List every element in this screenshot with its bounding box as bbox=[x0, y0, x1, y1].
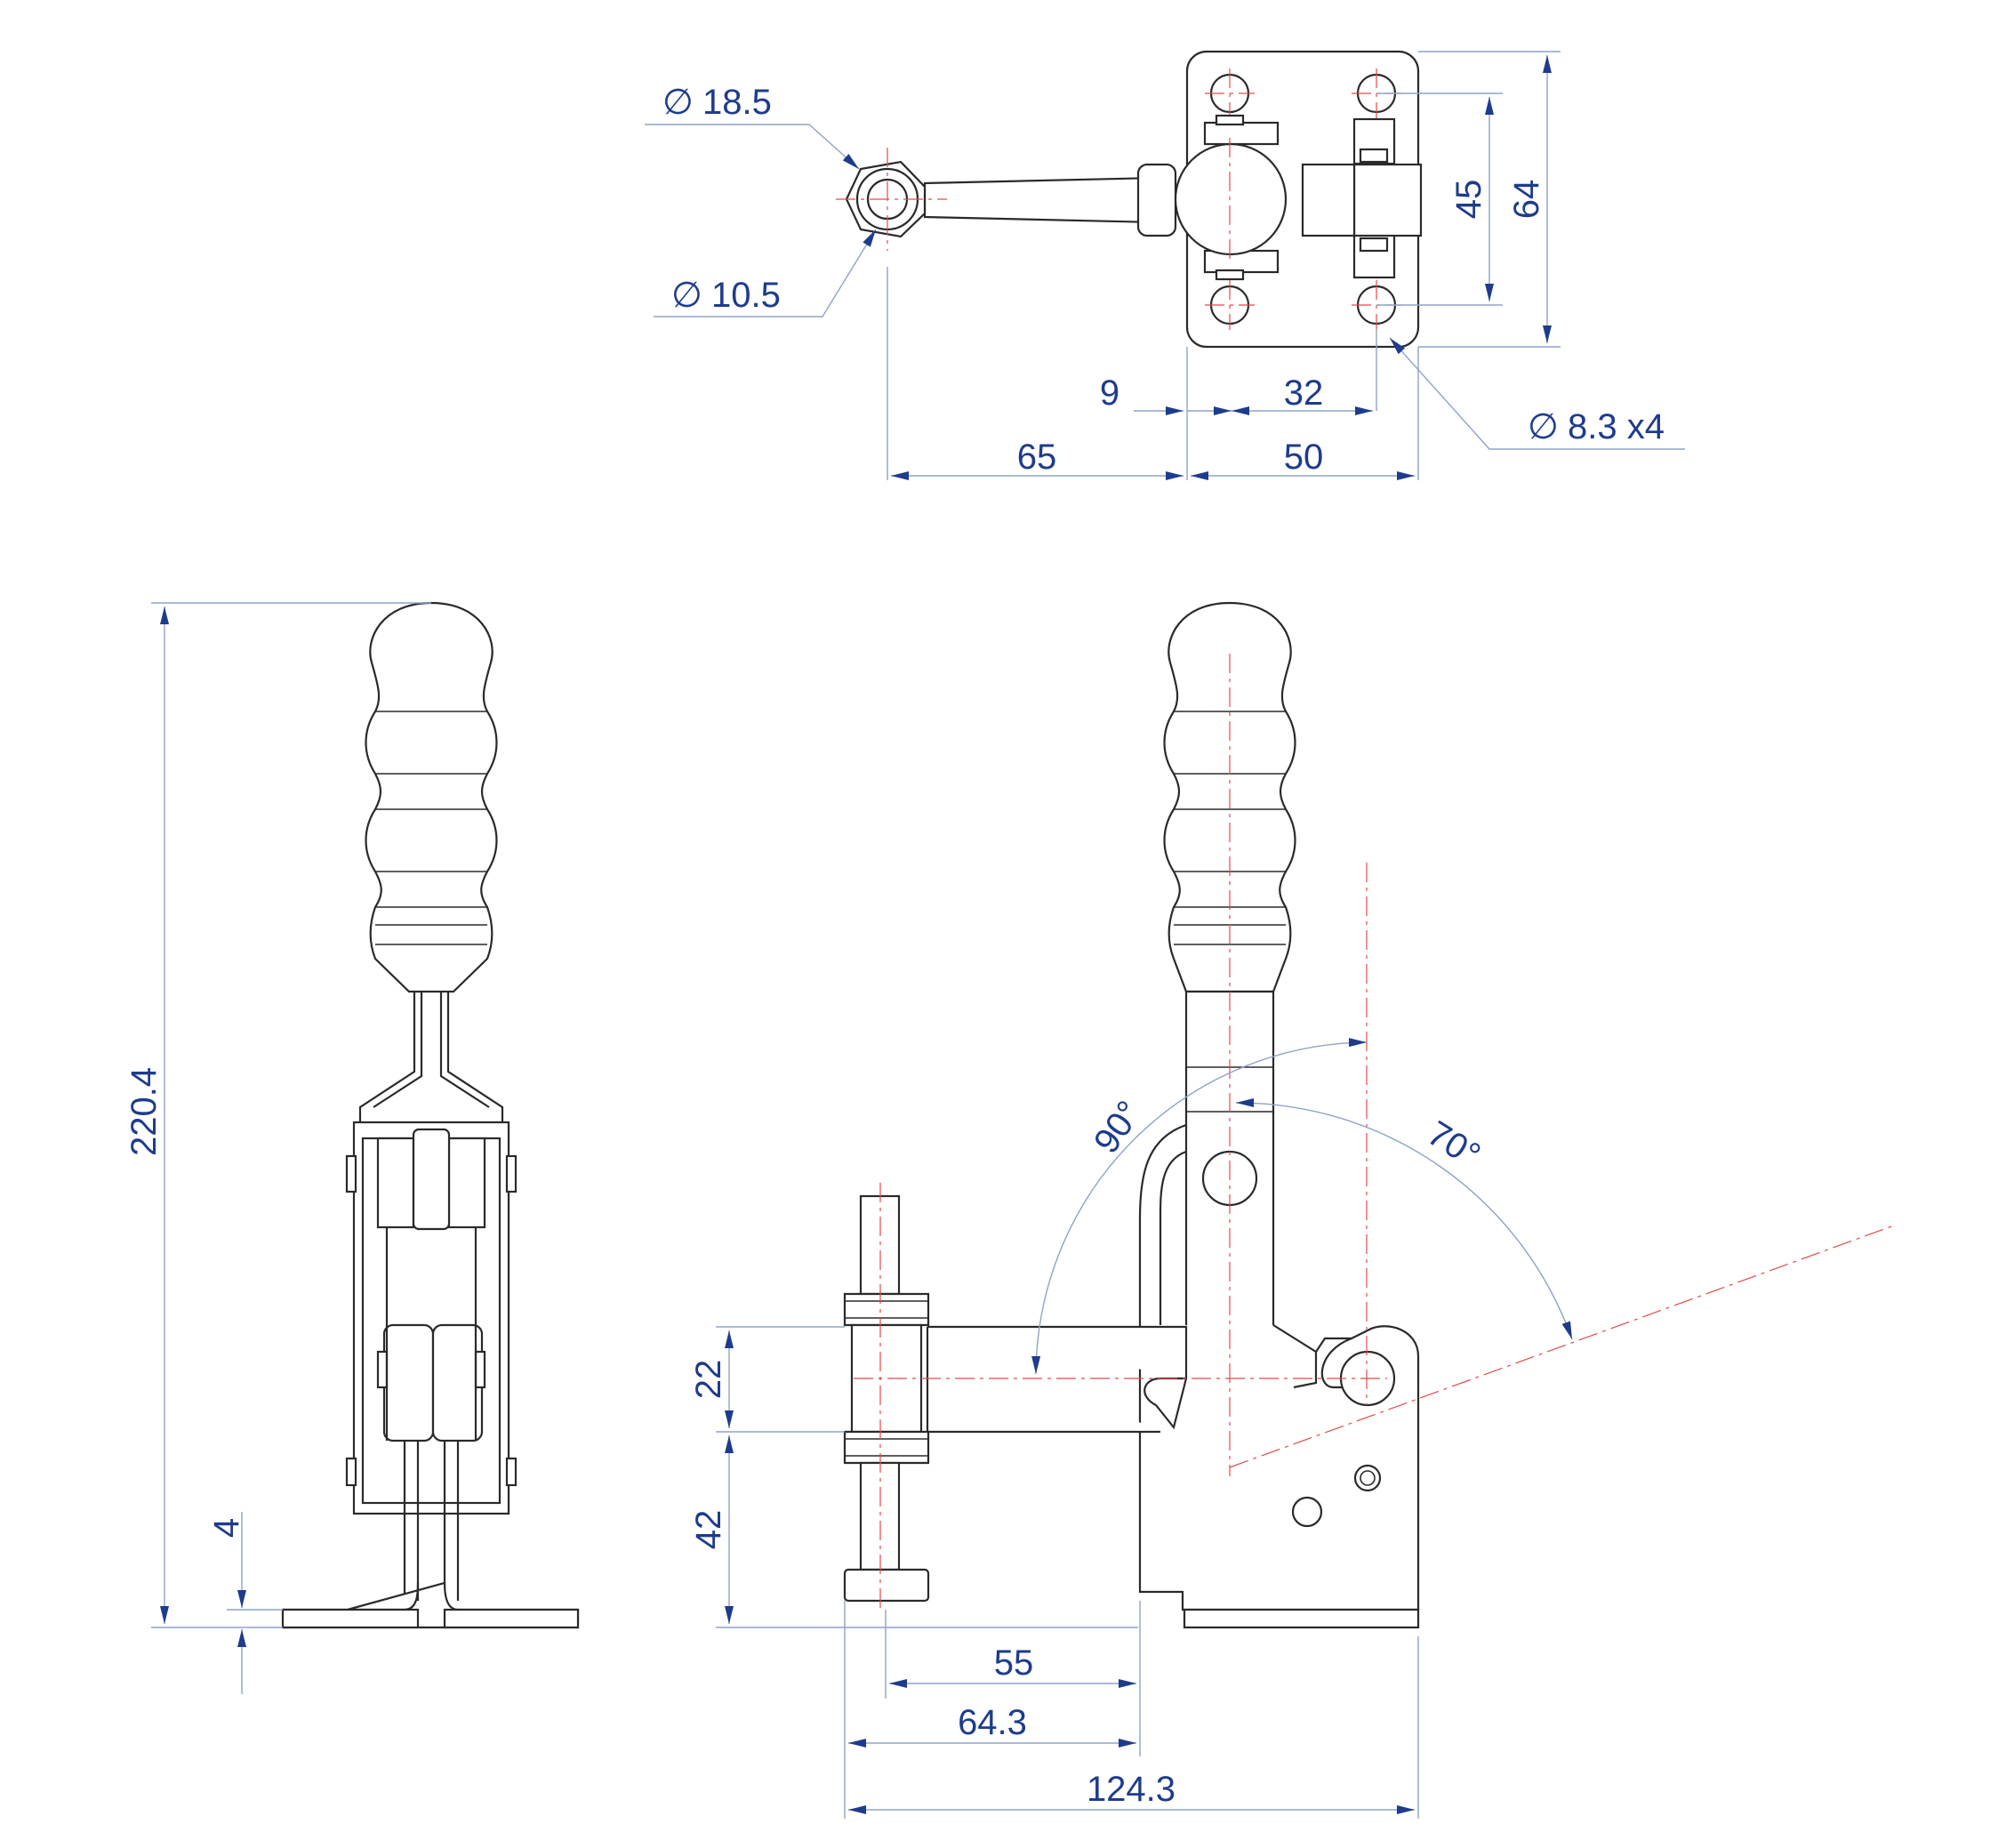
angle-90: 90° bbox=[1087, 1094, 1150, 1161]
side-view: 220.4 4 bbox=[124, 601, 580, 1694]
dim-42: 42 bbox=[689, 1510, 728, 1550]
spindle-nut-upper bbox=[843, 1292, 930, 1327]
front-view: 90° 70° 22 42 55 64.3 124.3 bbox=[689, 601, 1895, 1819]
dia-8-3-symbol: ∅ bbox=[1528, 407, 1559, 446]
dim-64: 64 bbox=[1507, 180, 1546, 220]
angle-70: 70° bbox=[1421, 1113, 1488, 1175]
dim-32: 32 bbox=[1284, 374, 1324, 413]
dim-64-3: 64.3 bbox=[958, 1703, 1027, 1742]
dia-18-5-label: 18.5 bbox=[702, 83, 772, 122]
dim-50: 50 bbox=[1284, 438, 1324, 477]
dim-65: 65 bbox=[1017, 438, 1057, 477]
dim-22: 22 bbox=[689, 1360, 728, 1400]
dim-45: 45 bbox=[1449, 180, 1488, 220]
dim-220-4: 220.4 bbox=[124, 1067, 164, 1156]
dim-55: 55 bbox=[994, 1643, 1034, 1683]
dia-10-5-symbol: ∅ bbox=[671, 276, 702, 315]
dim-9: 9 bbox=[1100, 374, 1119, 413]
dia-10-5-label: 10.5 bbox=[711, 276, 781, 315]
handle-knob-top bbox=[1174, 142, 1288, 256]
dim-4: 4 bbox=[207, 1518, 246, 1538]
top-view: ∅ 18.5 ∅ 10.5 ∅ 8.3 x4 45 64 9 32 65 50 bbox=[645, 50, 1685, 480]
dia-18-5-symbol: ∅ bbox=[662, 83, 694, 122]
dia-8-3-label: 8.3 x4 bbox=[1568, 407, 1665, 446]
handle-grip-side bbox=[365, 601, 498, 993]
dim-124-3: 124.3 bbox=[1087, 1770, 1176, 1809]
